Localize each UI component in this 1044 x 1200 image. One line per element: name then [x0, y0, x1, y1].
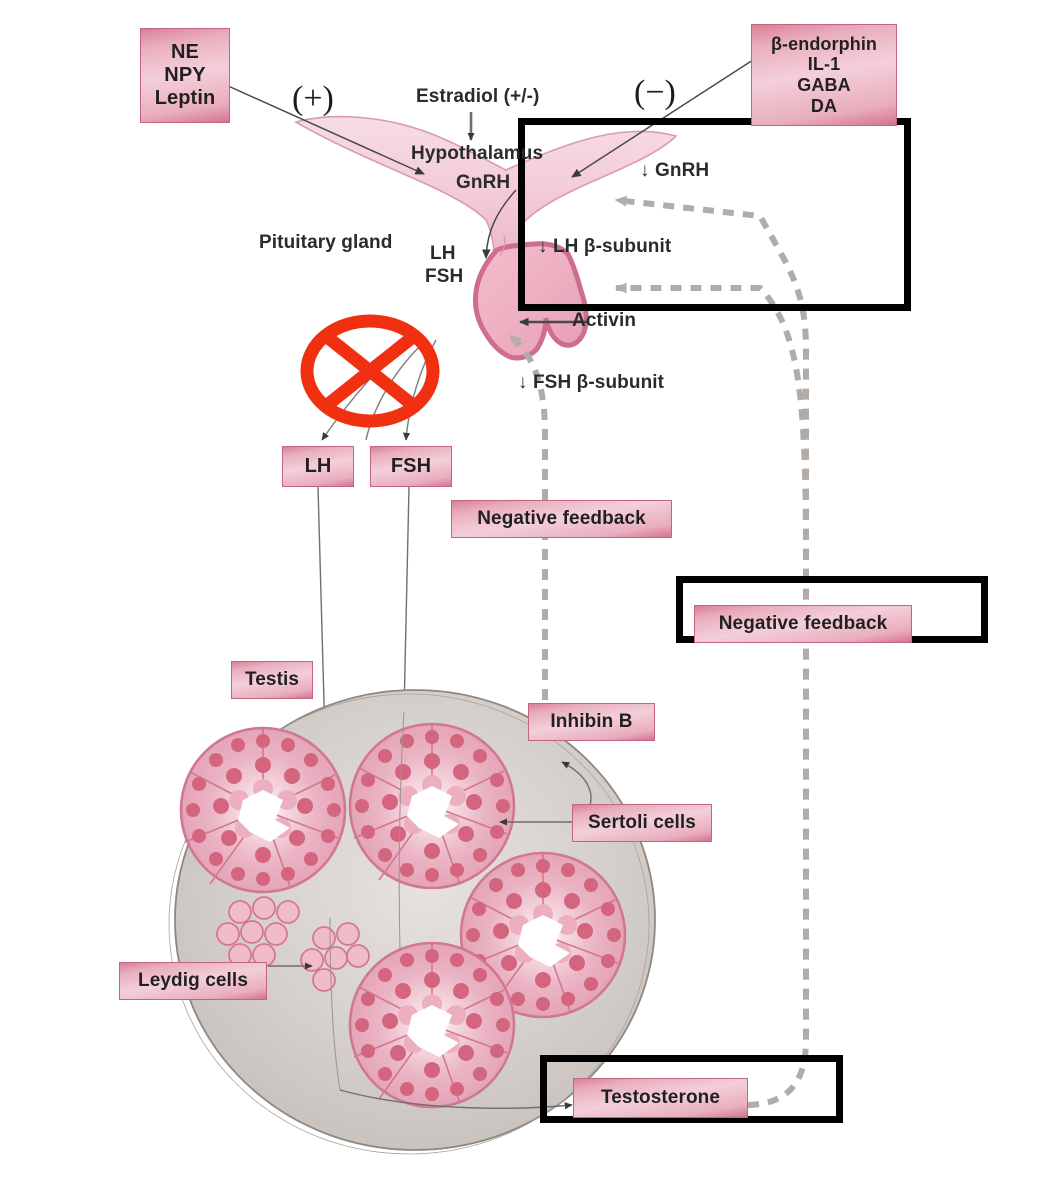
stimulator-line-2: Leptin — [154, 86, 216, 109]
negative-feedback-testosterone-label: Negative feedback — [718, 613, 888, 635]
label-plus-sign: (+) — [292, 80, 334, 117]
inhibitor-line-3: DA — [810, 95, 838, 116]
arrow-pituitary-to-fsh — [402, 339, 437, 441]
highlight-frame-testosterone — [540, 1055, 843, 1123]
label-gnrh: GnRH — [456, 172, 511, 193]
arrow-pituitary-to-lh — [321, 343, 405, 441]
box-fsh[interactable]: FSH — [370, 446, 452, 487]
sertoli-cells-label: Sertoli cells — [588, 812, 696, 834]
strand-pituitary-a — [365, 345, 421, 441]
box-lh-label: LH — [304, 455, 332, 478]
label-down-lh-beta: ↓ LH β-subunit — [538, 236, 672, 257]
box-testosterone[interactable]: Testosterone — [573, 1078, 748, 1118]
leydig-cell-cluster — [300, 922, 370, 992]
box-testis[interactable]: Testis — [231, 661, 313, 699]
box-lh[interactable]: LH — [282, 446, 354, 487]
arrow-leydig-to-testosterone — [339, 1089, 573, 1110]
label-down-fsh-beta: ↓ FSH β-subunit — [518, 372, 665, 393]
arrow-lh-to-leydig — [317, 486, 334, 919]
box-inhibin-b[interactable]: Inhibin B — [528, 703, 655, 741]
box-fsh-label: FSH — [390, 455, 432, 478]
leydig-cell-cluster — [216, 896, 300, 967]
red-block-cross — [300, 314, 440, 428]
seminiferous-tubule — [179, 726, 347, 894]
inhibitor-line-2: GABA — [797, 75, 851, 95]
highlight-frame-gnrh-lh-beta — [518, 118, 911, 311]
label-minus-sign: (−) — [634, 74, 676, 111]
seminiferous-tubule — [348, 722, 516, 890]
label-pituitary-lh: LH — [430, 243, 456, 264]
label-pituitary-fsh: FSH — [425, 266, 464, 287]
stimulator-line-0: NE — [171, 41, 199, 64]
box-stimulators[interactable]: NE NPY Leptin — [140, 28, 230, 123]
feedback-testosterone-to-gnrh — [614, 195, 809, 1108]
arrow-fsh-to-sertoli — [400, 486, 410, 713]
testis-label: Testis — [244, 669, 300, 691]
label-hypothalamus: Hypothalamus — [411, 143, 544, 164]
box-leydig-cells[interactable]: Leydig cells — [119, 962, 267, 1000]
label-estradiol: Estradiol (+/-) — [416, 86, 540, 107]
box-sertoli-cells[interactable]: Sertoli cells — [572, 804, 712, 842]
box-negative-feedback-inhibin[interactable]: Negative feedback — [451, 500, 672, 538]
negative-feedback-inhibin-label: Negative feedback — [477, 508, 646, 530]
label-pituitary-gland: Pituitary gland — [259, 232, 393, 253]
label-down-gnrh: ↓ GnRH — [640, 160, 710, 181]
inhibin-b-label: Inhibin B — [550, 711, 633, 733]
stimulator-line-1: NPY — [164, 64, 206, 87]
seminiferous-tubule — [459, 851, 627, 1019]
feedback-dashed-paths — [508, 195, 809, 1108]
box-inhibitors[interactable]: β-endorphin IL-1 GABA DA — [751, 24, 897, 126]
label-activin: Activin — [572, 310, 637, 331]
testosterone-label: Testosterone — [600, 1087, 721, 1109]
box-negative-feedback-testosterone[interactable]: Negative feedback — [694, 605, 912, 643]
inhibitor-line-0: β-endorphin — [770, 33, 878, 54]
arrow-gnrh-to-pituitary — [482, 189, 517, 259]
seminiferous-tubule — [348, 941, 516, 1109]
leydig-cells-label: Leydig cells — [138, 970, 248, 992]
inhibitor-line-1: IL-1 — [807, 54, 841, 75]
